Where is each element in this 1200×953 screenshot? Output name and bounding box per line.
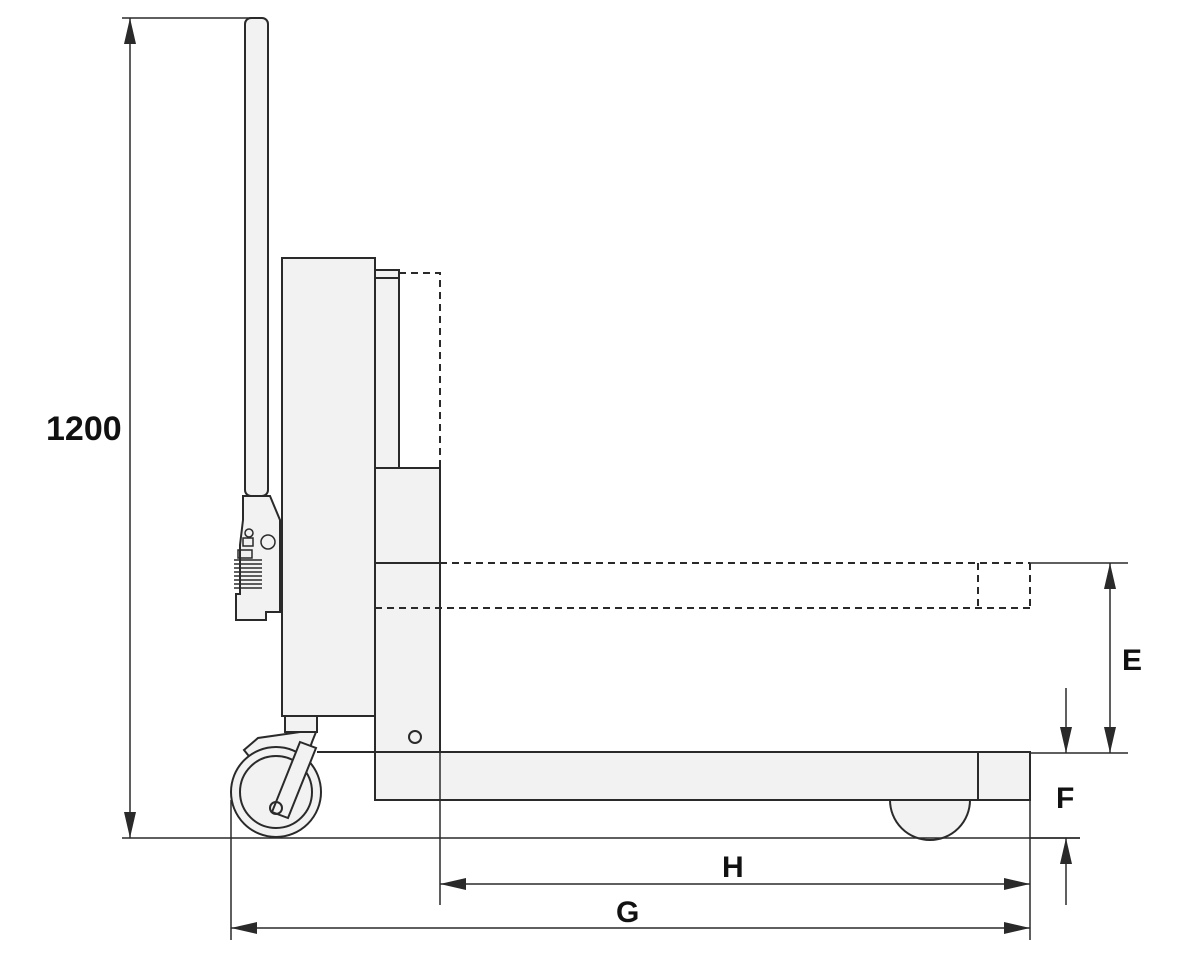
height-label: 1200 (46, 410, 122, 448)
forks-raised-dashed (375, 562, 1031, 609)
e-label: E (1122, 644, 1142, 677)
mast (374, 269, 441, 753)
g-label: G (616, 896, 639, 929)
h-label: H (722, 851, 744, 884)
e-dimension (1030, 562, 1128, 754)
castor-wheel (230, 731, 322, 838)
main-body (281, 257, 376, 753)
g-dimension (230, 800, 1030, 940)
height-dimension (122, 17, 262, 838)
f-dimension (1030, 688, 1080, 905)
f-label: F (1056, 782, 1074, 815)
h-dimension (439, 752, 1031, 940)
base-legs (374, 751, 1031, 841)
load-roller (888, 799, 972, 841)
tiller-handle (234, 17, 281, 621)
handle-grip-ribs (234, 559, 262, 589)
